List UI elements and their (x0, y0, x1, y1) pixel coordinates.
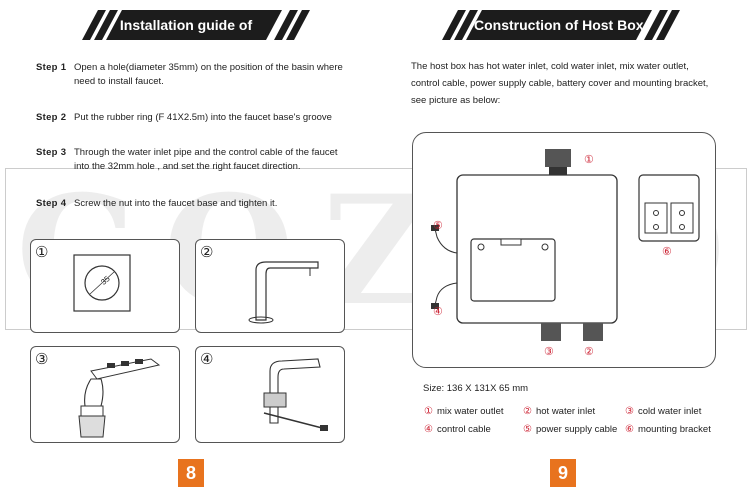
step-3-text: Through the water inlet pipe and the con… (74, 147, 338, 158)
faucet-nut-icon (263, 358, 328, 431)
page-number-9: 9 (550, 459, 576, 487)
faucet-ring-icon (248, 261, 319, 324)
step-2: Step 2 Put the rubber ring (F 41X2.5m) in… (36, 111, 332, 125)
panel-step-1: ① 35 (30, 239, 180, 333)
callout-5: ⑤ (433, 220, 443, 232)
basin-hole-icon (73, 254, 131, 312)
legend-6-label: mounting bracket (637, 424, 711, 435)
panel-3-number: ③ (35, 351, 49, 368)
panel-step-4: ④ (195, 346, 345, 443)
host-box-description: The host box has hot water inlet, cold w… (411, 61, 709, 106)
right-title: Construction of Host Box (474, 17, 644, 33)
host-box-diagram: ① ② ③ ④ ⑤ ⑥ (412, 132, 716, 368)
panel-step-3: ③ (30, 346, 180, 443)
callout-6: ⑥ (662, 246, 672, 258)
step-1: Step 1 Open a hole(diameter 35mm) on the … (36, 61, 343, 89)
legend-1-number: ① (424, 406, 433, 417)
callout-2: ② (584, 346, 594, 358)
step-2-text: Put the rubber ring (F 41X2.5m) into the… (74, 112, 332, 123)
step-3-label: Step 3 (36, 147, 67, 158)
callout-4: ④ (433, 306, 443, 318)
host-box-size: Size: 136 X 131X 65 mm (423, 383, 529, 394)
step-3: Step 3 Through the water inlet pipe and t… (36, 146, 338, 174)
step-4: Step 4 Screw the nut into the faucet base… (36, 197, 277, 211)
legend-1-label: mix water outlet (436, 406, 504, 417)
legend-3-label: cold water inlet (637, 406, 702, 417)
panel-4-number: ④ (200, 351, 214, 368)
legend-5-label: power supply cable (535, 424, 618, 435)
page-number-8: 8 (178, 459, 204, 487)
legend-6-number: ⑥ (625, 424, 634, 435)
legend-3-number: ③ (625, 406, 634, 417)
step-1-text-cont: need to install faucet. (74, 76, 164, 87)
panel-2-number: ② (200, 244, 214, 261)
legend-4-label: control cable (436, 424, 491, 435)
legend-5-number: ⑤ (523, 424, 532, 435)
legend-2-number: ② (523, 406, 532, 417)
step-4-text: Screw the nut into the faucet base and t… (74, 198, 278, 209)
callout-3: ③ (544, 346, 554, 358)
callout-1: ① (584, 154, 594, 166)
step-4-label: Step 4 (36, 198, 67, 209)
step-1-text: Open a hole(diameter 35mm) on the positi… (74, 62, 343, 73)
panel-step-2: ② (195, 239, 345, 333)
host-box-drawing (431, 149, 700, 341)
faucet-insert-icon (78, 358, 161, 438)
step-3-text-cont: into the 32mm hole , and set the right f… (74, 161, 301, 172)
step-1-label: Step 1 (36, 62, 67, 73)
left-title-banner: Installation guide of Faucet (0, 10, 340, 63)
legend-2-label: hot water inlet (535, 406, 596, 417)
legend-4-number: ④ (424, 424, 433, 435)
step-2-label: Step 2 (36, 112, 67, 123)
right-title-banner: Construction of Host Box (420, 10, 750, 40)
panel-1-number: ① (35, 244, 49, 261)
